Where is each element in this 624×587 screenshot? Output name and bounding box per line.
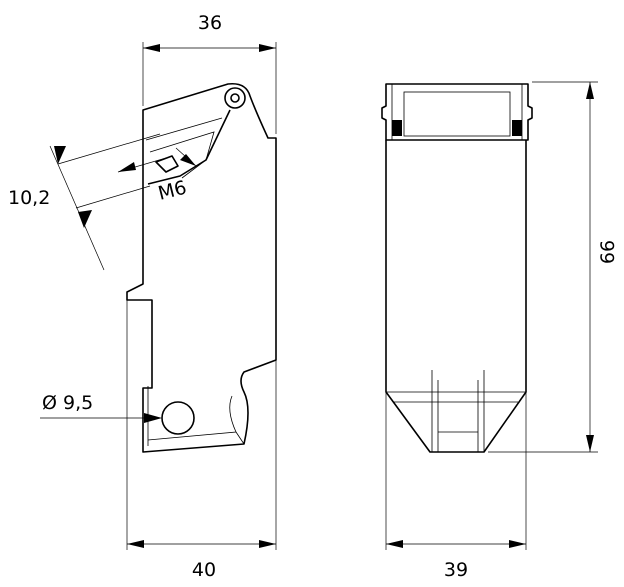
dimension-label-66: 66 bbox=[597, 240, 619, 264]
hole-callout: Ø 9,5 bbox=[40, 392, 162, 423]
thread-feature bbox=[155, 155, 179, 173]
dimension-label-10-2: 10,2 bbox=[8, 187, 50, 209]
front-view-tab bbox=[431, 370, 485, 452]
dimension-label-39: 39 bbox=[444, 559, 468, 581]
side-view-slot bbox=[145, 117, 223, 179]
front-cap-window bbox=[403, 91, 511, 137]
dimension-36: 36 bbox=[142, 12, 277, 134]
front-view bbox=[381, 83, 533, 453]
side-view bbox=[126, 82, 277, 453]
front-view-body bbox=[385, 140, 527, 453]
pivot-inner bbox=[230, 93, 240, 103]
dimension-label-40: 40 bbox=[192, 559, 216, 581]
dimension-66: 66 bbox=[488, 81, 619, 453]
hole-circle bbox=[161, 401, 195, 435]
hole-label: Ø 9,5 bbox=[42, 392, 93, 414]
dimension-label-36: 36 bbox=[198, 12, 222, 34]
pivot-outer bbox=[224, 87, 246, 109]
front-view-cap bbox=[381, 83, 533, 141]
side-view-recess bbox=[147, 395, 245, 445]
cap-clip-right bbox=[512, 120, 522, 136]
thread-callout: M6 bbox=[117, 147, 197, 205]
cap-clip-left bbox=[392, 120, 402, 136]
dimension-39: 39 bbox=[385, 392, 527, 581]
dimension-10-2: 10,2 bbox=[8, 133, 161, 271]
side-view-slot-edge bbox=[147, 109, 231, 185]
dimension-40: 40 bbox=[126, 300, 277, 581]
